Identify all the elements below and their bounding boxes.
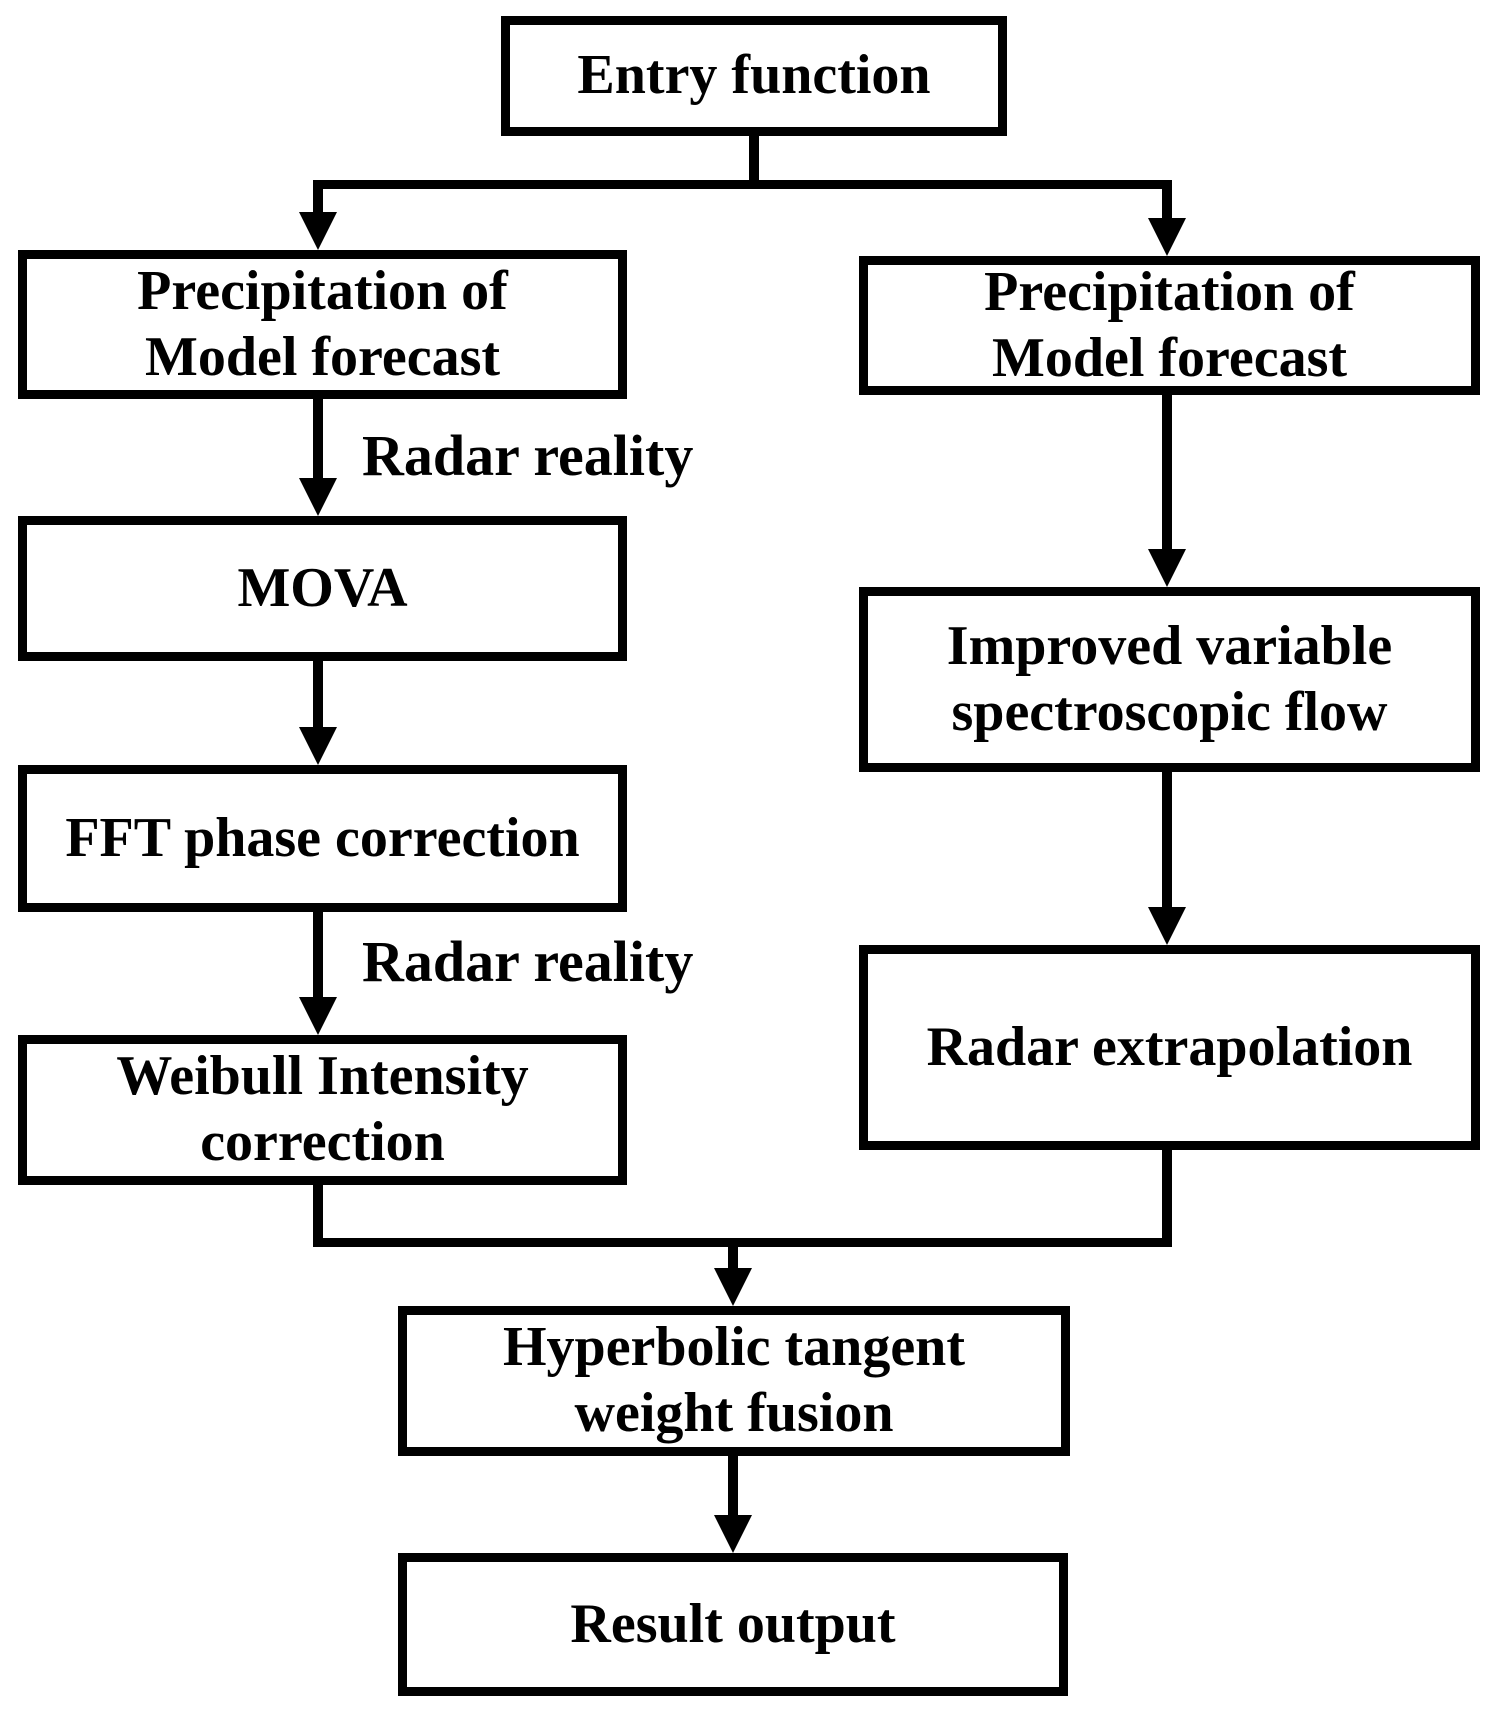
- node-label: Result output: [570, 1592, 896, 1655]
- arrow-down-icon: [299, 997, 337, 1035]
- node-mova: MOVA: [18, 516, 627, 661]
- arrow-down-icon: [299, 478, 337, 516]
- connector-mova-to-fft: [313, 655, 323, 729]
- edge-label-radar-reality-2: Radar reality: [362, 929, 694, 994]
- node-label: Precipitation of: [137, 259, 508, 322]
- node-radar-extrapolation: Radar extrapolation: [859, 945, 1480, 1150]
- connector-precip-left-to-mova: [313, 393, 323, 480]
- node-entry-function: Entry function: [501, 16, 1007, 136]
- node-label: Hyperbolic tangent: [503, 1316, 965, 1379]
- node-improved-variable-spectroscopic-flow: Improved variable spectroscopic flow: [859, 587, 1480, 772]
- node-precipitation-model-forecast-left: Precipitation of Model forecast: [18, 250, 627, 399]
- connector-extrapolation-to-merge: [1162, 1144, 1172, 1247]
- node-precipitation-model-forecast-right: Precipitation of Model forecast: [859, 256, 1480, 395]
- arrow-down-icon: [714, 1515, 752, 1553]
- connector-weibull-to-merge: [313, 1179, 323, 1247]
- split-line: [313, 180, 1172, 189]
- connector-fusion-to-result: [728, 1450, 738, 1517]
- arrow-down-icon: [1148, 218, 1186, 256]
- node-result-output: Result output: [398, 1553, 1068, 1696]
- node-label: correction: [200, 1111, 445, 1173]
- arrow-down-icon: [1148, 549, 1186, 587]
- node-label: weight fusion: [574, 1382, 894, 1444]
- arrow-down-icon: [299, 212, 337, 250]
- arrow-down-icon: [1148, 907, 1186, 945]
- edge-label-radar-reality-1: Radar reality: [362, 423, 694, 488]
- connector-improved-to-extrapolation: [1162, 766, 1172, 907]
- node-label: FFT phase correction: [65, 806, 580, 869]
- node-label: Entry function: [577, 44, 931, 107]
- connector-fft-to-weibull: [313, 906, 323, 999]
- connector-split-to-precip-left: [313, 180, 323, 218]
- connector-split-to-precip-right: [1162, 180, 1172, 222]
- connector-merge-to-fusion: [728, 1242, 738, 1270]
- arrow-down-icon: [299, 727, 337, 765]
- node-label: Weibull Intensity: [116, 1045, 529, 1108]
- merge-line: [313, 1238, 1172, 1247]
- node-label: Improved variable: [946, 614, 1393, 677]
- connector-entry-to-split: [749, 128, 759, 185]
- node-label: Radar extrapolation: [926, 1015, 1413, 1078]
- node-label: Precipitation of: [984, 260, 1355, 323]
- arrow-down-icon: [714, 1268, 752, 1306]
- node-label: spectroscopic flow: [951, 680, 1388, 743]
- node-hyperbolic-tangent-weight-fusion: Hyperbolic tangent weight fusion: [398, 1306, 1070, 1456]
- node-fft-phase-correction: FFT phase correction: [18, 765, 627, 912]
- connector-precip-right-to-improved: [1162, 389, 1172, 551]
- node-label: MOVA: [237, 556, 408, 619]
- node-label: Model forecast: [991, 326, 1348, 389]
- node-label: Model forecast: [144, 325, 501, 388]
- node-weibull-intensity-correction: Weibull Intensity correction: [18, 1035, 627, 1185]
